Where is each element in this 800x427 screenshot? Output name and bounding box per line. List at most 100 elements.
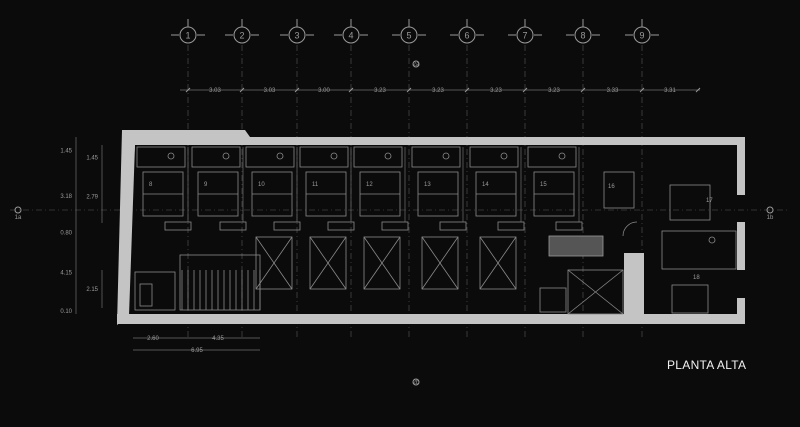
room-number: 9 (204, 182, 208, 188)
grid-axis-label: 9 (639, 31, 644, 41)
dimension-tick (239, 87, 245, 93)
left-dimension: 4.15 (60, 271, 72, 277)
void-cross (309, 236, 347, 290)
section-mark-label: 2a (413, 62, 420, 68)
top-dimension: 3.23 (374, 88, 386, 94)
void-shaft (567, 269, 624, 315)
bathroom (191, 146, 241, 168)
bathroom (245, 146, 295, 168)
garden-planter (548, 235, 604, 257)
void-cross (567, 269, 624, 315)
grid-axis-label: 5 (406, 31, 411, 41)
section-mark-icon (14, 206, 22, 214)
top-dimension: 3.00 (318, 88, 330, 94)
balcony-planter (327, 221, 355, 231)
section-mark-label: 1b (767, 215, 774, 221)
dimension-tick (294, 87, 300, 93)
dimension-tick (406, 87, 412, 93)
grid-axis-label: 7 (522, 31, 527, 41)
top-dimension: 3.03 (209, 88, 221, 94)
bathroom (136, 146, 186, 168)
equipment (139, 283, 153, 307)
right-wall-mid (737, 222, 745, 270)
grid-axis-label: 1 (185, 31, 190, 41)
bed (671, 284, 709, 314)
outer-wall (122, 130, 745, 240)
room-number: 8 (149, 182, 153, 188)
bathroom (661, 230, 737, 270)
toilet-icon (222, 152, 230, 160)
dimension-tick (522, 87, 528, 93)
toilet-icon (330, 152, 338, 160)
room-number: 15 (540, 182, 547, 188)
left-dimension: 0.10 (60, 309, 72, 315)
section-mark-icon (412, 60, 420, 68)
section-mark-label: 1a (15, 215, 22, 221)
bottom-dimension: 6.95 (191, 348, 203, 354)
room-number: 12 (366, 182, 373, 188)
balcony-planter (497, 221, 525, 231)
grid-axis-label: 6 (464, 31, 469, 41)
room-number: 17 (706, 198, 713, 204)
toilet-icon (442, 152, 450, 160)
void-shaft (363, 236, 401, 290)
dimension-tick (464, 87, 470, 93)
room-number: 10 (258, 182, 265, 188)
section-mark-icon (766, 206, 774, 214)
void-cross (363, 236, 401, 290)
plan-title: PLANTA ALTA (667, 358, 747, 372)
void-cross (421, 236, 459, 290)
room-number: 16 (608, 184, 615, 190)
staircase (179, 254, 261, 311)
left-dimension: 0.80 (60, 231, 72, 237)
void-shaft (479, 236, 517, 290)
top-dimension: 3.23 (548, 88, 560, 94)
toilet-icon (276, 152, 284, 160)
room-number: 11 (312, 182, 319, 188)
balcony-planter (273, 221, 301, 231)
grid-axis-label: 4 (348, 31, 353, 41)
left-dimension: 2.15 (86, 287, 98, 293)
void-shaft (309, 236, 347, 290)
top-dimension: 3.33 (607, 88, 619, 94)
bed (603, 171, 635, 209)
top-dimension: 3.31 (664, 88, 676, 94)
top-dimension: 3.03 (264, 88, 276, 94)
door-swing (622, 221, 638, 237)
void-shaft (255, 236, 293, 290)
toilet-icon (558, 152, 566, 160)
bathroom (299, 146, 349, 168)
void-cross (479, 236, 517, 290)
bathroom (527, 146, 577, 168)
column (624, 253, 644, 315)
balcony-planter (439, 221, 467, 231)
bed (669, 184, 711, 221)
section-mark-icon (412, 378, 420, 386)
bottom-dimension: 4.35 (212, 336, 224, 342)
left-wall (117, 130, 135, 325)
room-number: 13 (424, 182, 431, 188)
bottom-wall (117, 314, 745, 324)
dimension-tick (348, 87, 354, 93)
room-number: 14 (482, 182, 489, 188)
top-dimension: 3.23 (490, 88, 502, 94)
balcony-planter (555, 221, 583, 231)
top-dimension: 3.23 (432, 88, 444, 94)
bottom-dimension: 2.60 (147, 336, 159, 342)
section-mark-label: 2b (413, 380, 420, 386)
sink-icon (708, 236, 716, 244)
dimension-tick (580, 87, 586, 93)
dimension-tick (185, 87, 191, 93)
service-room (134, 271, 176, 311)
void-shaft (421, 236, 459, 290)
left-dimension: 3.18 (60, 194, 72, 200)
grid-axis-label: 3 (294, 31, 299, 41)
bathroom (411, 146, 461, 168)
balcony-planter (164, 221, 192, 231)
void-cross (255, 236, 293, 290)
left-dimension: 1.45 (86, 156, 98, 162)
grid-axis-label: 8 (580, 31, 585, 41)
dimensions: 3.03 3.03 3.00 3.23 3.23 3.23 3.23 3.33 3.31 1.45… (60, 87, 701, 354)
